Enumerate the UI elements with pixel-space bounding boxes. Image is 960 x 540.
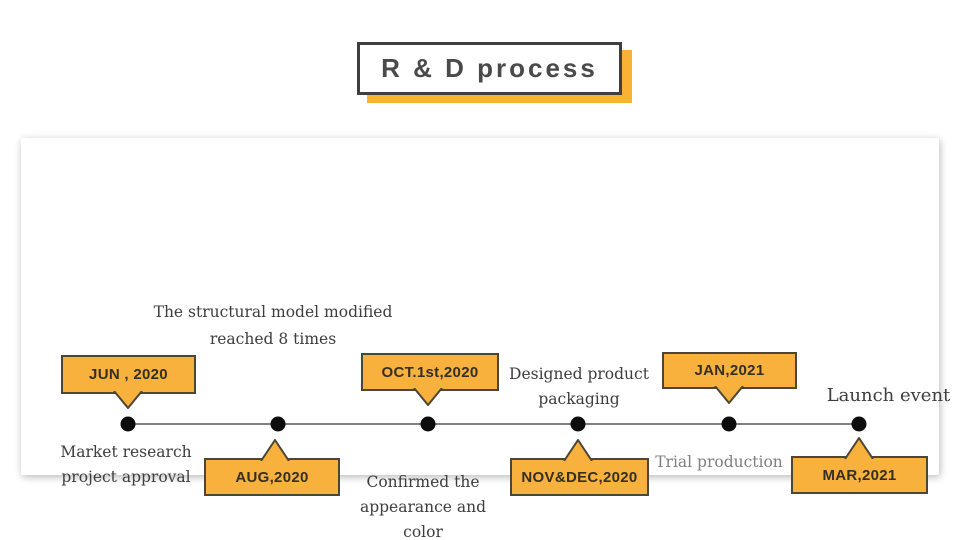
date-badge-mar-2021: MAR,2021 (791, 456, 928, 494)
badge-pointer-up-icon (563, 439, 593, 461)
desc-line: Market research (60, 443, 192, 461)
date-badge-label: NOV&DEC,2020 (521, 468, 638, 486)
timeline-dot-1 (120, 416, 136, 432)
milestone-desc-trial-production: Trial production (639, 450, 799, 475)
desc-line: Launch event (826, 385, 951, 406)
badge-pointer-down-icon (113, 391, 143, 409)
date-badge-aug-2020: AUG,2020 (204, 458, 340, 496)
desc-line: Trial production (655, 453, 783, 471)
desc-line: The structural model modified (153, 303, 393, 321)
desc-line: Designed product (509, 365, 649, 383)
badge-pointer-up-icon (260, 439, 290, 461)
timeline-dot-4 (570, 416, 586, 432)
badge-pointer-down-icon (413, 388, 443, 406)
desc-line: reached 8 times (209, 330, 337, 348)
date-badge-label: OCT.1st,2020 (381, 363, 479, 381)
milestone-desc-designed-packaging: Designed product packaging (494, 362, 664, 412)
date-badge-label: JUN , 2020 (89, 366, 168, 383)
desc-line: appearance and color (359, 498, 487, 540)
desc-line: packaging (538, 390, 620, 408)
timeline-dot-2 (270, 416, 286, 432)
badge-pointer-down-icon (714, 386, 744, 404)
milestone-desc-structural-model: The structural model modified reached 8 … (139, 299, 407, 353)
timeline-dot-3 (420, 416, 436, 432)
desc-line: Confirmed the (366, 473, 480, 491)
milestone-desc-launch-event: Launch event (811, 383, 960, 408)
slide-title: R & D process (381, 53, 598, 83)
timeline-card: JUN , 2020 AUG,2020 OCT.1st,2020 NOV&DEC… (21, 138, 950, 540)
slide-title-box: R & D process (357, 42, 622, 95)
date-badge-jun-2020: JUN , 2020 (61, 355, 196, 394)
date-badge-novdec-2020: NOV&DEC,2020 (510, 458, 649, 496)
desc-line: project approval (61, 468, 191, 486)
milestone-desc-market-research: Market research project approval (46, 440, 206, 490)
timeline-dot-5 (721, 416, 737, 432)
timeline-dot-6 (851, 416, 867, 432)
date-badge-oct-2020: OCT.1st,2020 (361, 353, 499, 391)
date-badge-label: AUG,2020 (235, 468, 309, 486)
milestone-desc-confirmed-appearance: Confirmed the appearance and color (338, 470, 508, 540)
date-badge-label: MAR,2021 (822, 466, 897, 484)
timeline-line (128, 423, 859, 425)
badge-pointer-up-icon (844, 437, 874, 459)
date-badge-label: JAN,2021 (694, 362, 765, 379)
date-badge-jan-2021: JAN,2021 (662, 352, 797, 389)
